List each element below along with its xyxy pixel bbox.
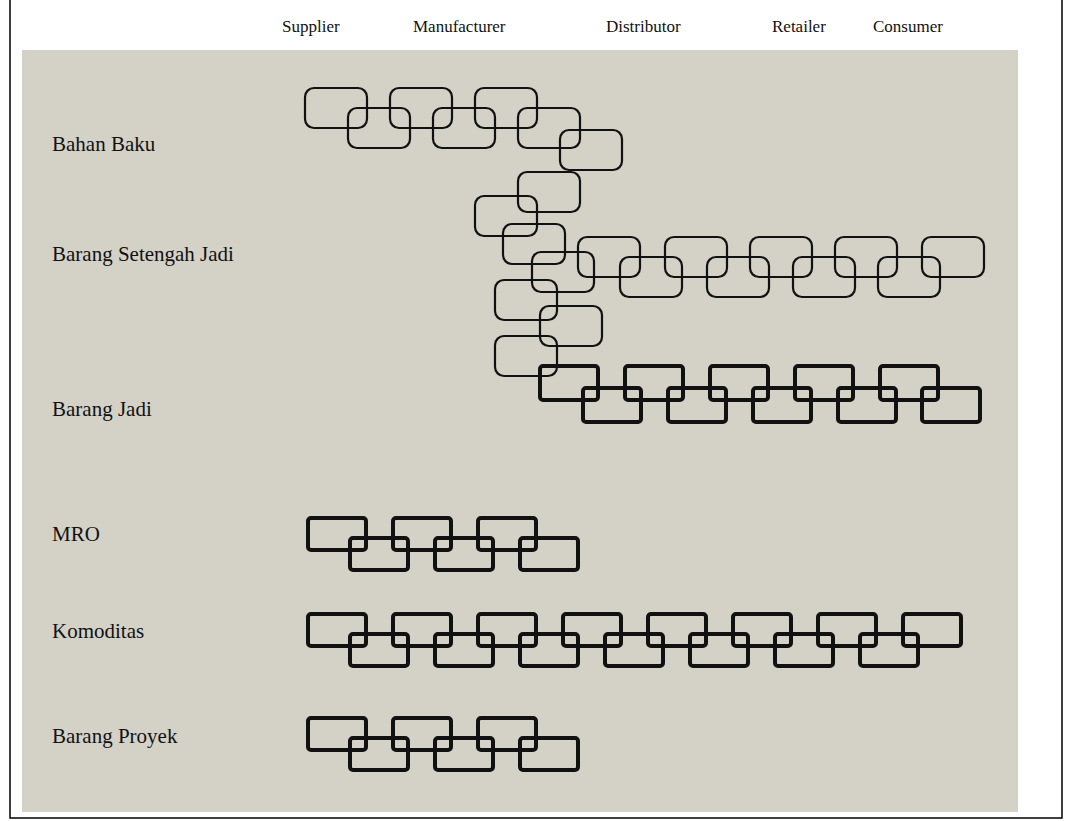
chain-link [753, 388, 811, 422]
column-header: Distributor [606, 16, 681, 39]
row-label: Barang Proyek [52, 722, 177, 750]
chain-link [393, 518, 451, 550]
chain-link [350, 634, 408, 666]
column-header: Retailer [772, 16, 826, 39]
grey-panel [22, 50, 1018, 812]
chain-link [503, 224, 565, 264]
chain-link [518, 108, 580, 148]
chain-link [668, 388, 726, 422]
chain-link [560, 130, 622, 170]
chain-link [518, 172, 580, 212]
chain-links [305, 88, 984, 770]
row-label: Barang Jadi [52, 395, 152, 423]
chain-link [475, 196, 537, 236]
chain-link [540, 306, 602, 346]
row-label: MRO [52, 520, 100, 548]
chain-link [350, 738, 408, 770]
column-header: Supplier [282, 16, 340, 39]
chain-link [478, 614, 536, 646]
chain-link [532, 252, 594, 292]
chain-link [520, 634, 578, 666]
column-header: Consumer [873, 16, 943, 39]
chain-link [393, 718, 451, 750]
chain-link [520, 738, 578, 770]
chain-link [795, 366, 853, 400]
chain-link [540, 366, 598, 400]
chain-link [690, 634, 748, 666]
row-label: Bahan Baku [52, 130, 155, 158]
chain-link [308, 518, 366, 550]
column-header: Manufacturer [413, 16, 506, 39]
row-label: Komoditas [52, 617, 144, 645]
chain-link [495, 336, 557, 376]
chain-link [478, 518, 536, 550]
chain-link [435, 634, 493, 666]
row-label: Barang Setengah Jadi [52, 240, 282, 268]
chain-link [838, 388, 896, 422]
chain-link [605, 634, 663, 666]
chain-link [625, 366, 683, 400]
chain-link [903, 614, 961, 646]
chain-link [308, 614, 366, 646]
chain-link [478, 718, 536, 750]
chain-link [880, 366, 938, 400]
chain-link [818, 614, 876, 646]
chain-link [922, 237, 984, 277]
chain-link [583, 388, 641, 422]
chain-link [563, 614, 621, 646]
chain-link [308, 718, 366, 750]
chain-link [495, 280, 557, 320]
chain-link [733, 614, 791, 646]
outer-frame [10, 0, 1062, 818]
chain-link [860, 634, 918, 666]
chain-link [710, 366, 768, 400]
chain-link [435, 538, 493, 570]
chain-link [393, 614, 451, 646]
chain-link [775, 634, 833, 666]
chain-link [922, 388, 980, 422]
chain-link [350, 538, 408, 570]
chain-link [648, 614, 706, 646]
chain-link [435, 738, 493, 770]
chain-link [520, 538, 578, 570]
